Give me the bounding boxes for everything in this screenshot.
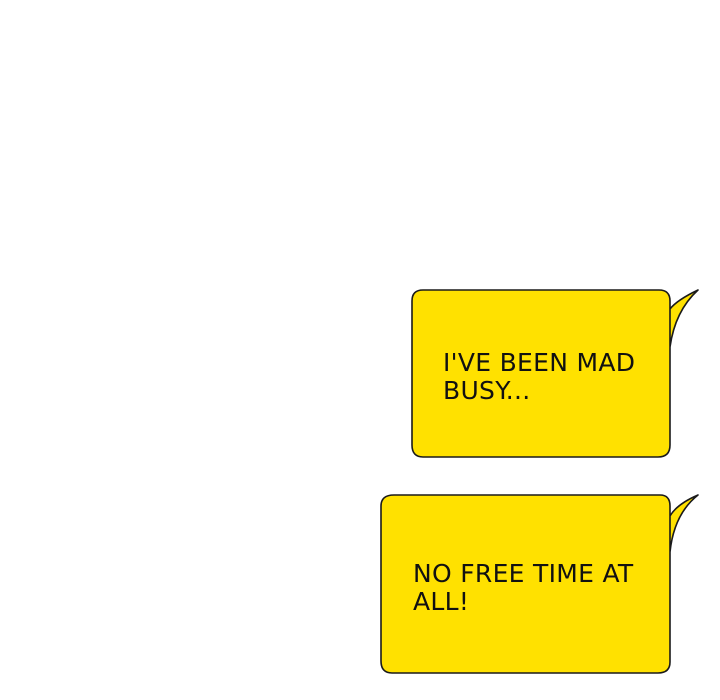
bubble-text: NO FREE TIME AT ALL! [413, 560, 634, 616]
bubble-text: I'VE BEEN MAD BUSY... [443, 349, 635, 405]
bubble-text-line: ALL! [413, 587, 470, 616]
speech-bubble-shape [380, 494, 699, 674]
bubble-text-line: BUSY... [443, 376, 531, 405]
speech-bubble-1: I'VE BEEN MAD BUSY... [411, 287, 701, 459]
bubble-text-line: I'VE BEEN MAD [443, 348, 636, 377]
speech-bubble-shape [411, 289, 699, 458]
speech-bubble-2: NO FREE TIME AT ALL! [380, 492, 701, 675]
bubble-text-line: NO FREE TIME AT [413, 559, 634, 588]
